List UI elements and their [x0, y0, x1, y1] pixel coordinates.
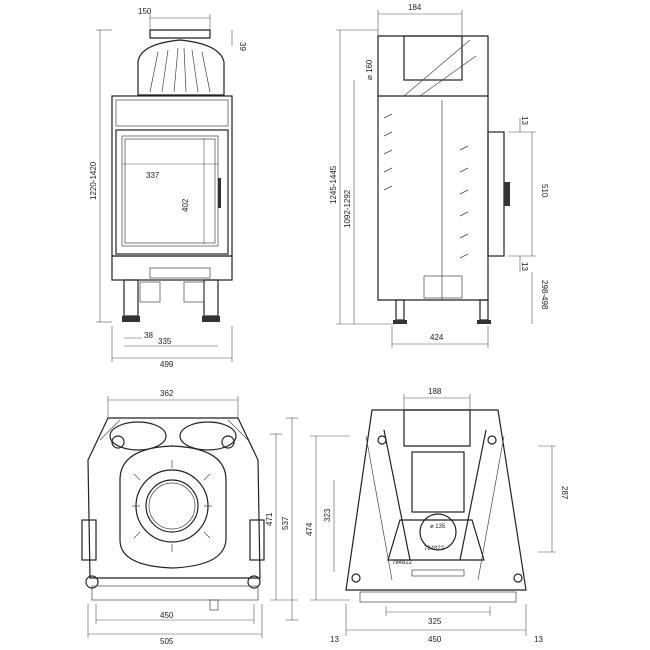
bottom-top-collar — [403, 409, 471, 447]
side-dim-door-height: 510 — [540, 184, 549, 198]
bottom-plate-label-b: 784822 — [392, 560, 413, 566]
top-view: 362 471 537 450 505 — [81, 389, 298, 646]
front-dim-base-width: 335 — [158, 337, 172, 346]
front-hood — [137, 39, 225, 96]
bottom-dimension-lines — [310, 394, 556, 636]
front-dim-glass-height: 402 — [181, 198, 190, 212]
side-dim-top-gap: 13 — [520, 116, 529, 125]
side-flue-collar — [403, 35, 463, 81]
top-dim-top-width: 362 — [160, 389, 174, 398]
bottom-outline — [345, 409, 527, 591]
front-dim-top-height: 39 — [238, 42, 247, 51]
front-glass — [121, 135, 219, 247]
front-glass-inner — [124, 138, 216, 244]
side-legs — [393, 299, 491, 324]
front-dimension-lines — [96, 14, 233, 362]
front-legs — [122, 279, 220, 322]
side-dim-flue-height: 1092-1292 — [343, 189, 352, 228]
bottom-base-trapezoid — [387, 519, 485, 561]
top-fans — [109, 421, 237, 451]
bottom-dim-diameter: ⌀ 135 — [430, 524, 446, 530]
side-ash-drawer — [423, 275, 463, 299]
front-dim-overall-height: 1220-1420 — [89, 161, 98, 200]
front-hood-ribs — [149, 47, 211, 93]
top-flue-circle — [145, 479, 199, 533]
top-dim-inner-depth: 471 — [265, 512, 274, 526]
side-view: 184 ⌀ 160 1245-1445 1092-1292 13 510 13 … — [329, 3, 549, 348]
bottom-view: 188 474 323 287 ⌀ 135 784822 784822 325 … — [305, 387, 569, 644]
top-ribs — [132, 460, 212, 552]
side-dim-overall-height: 1245-1445 — [329, 165, 338, 204]
top-feet — [81, 519, 265, 611]
top-flue-inner — [148, 482, 196, 530]
front-collar — [149, 29, 211, 39]
side-grille-right — [459, 145, 469, 259]
bottom-side-lines — [383, 429, 487, 561]
front-top-plate — [115, 99, 229, 127]
side-dim-flue-diameter: ⌀ 160 — [365, 59, 374, 80]
front-dim-top-width: 150 — [138, 7, 152, 16]
bottom-dim-left-margin: 13 — [330, 635, 339, 644]
front-body — [111, 95, 233, 257]
bottom-dim-overall-width: 450 — [428, 635, 442, 644]
front-ash-drawer — [149, 267, 211, 279]
side-dim-bottom-gap: 13 — [520, 262, 529, 271]
bottom-dim-left-height: 474 — [305, 522, 314, 536]
top-dim-inner-width: 450 — [160, 611, 174, 620]
top-body-ring — [119, 445, 227, 569]
side-body — [377, 96, 489, 301]
front-dim-glass-width: 337 — [146, 171, 160, 180]
front-view: 150 39 1220-1420 337 402 38 335 499 — [89, 7, 247, 369]
top-corner-lines — [99, 419, 249, 441]
side-grille-left — [383, 113, 393, 191]
side-top-diagonals — [403, 39, 477, 97]
front-dim-overall-width: 499 — [160, 360, 174, 369]
bottom-bolts — [351, 435, 523, 583]
side-door — [487, 131, 505, 257]
front-door-frame — [115, 129, 229, 255]
top-dim-overall-width: 505 — [160, 637, 174, 646]
bottom-flue-circle — [419, 513, 457, 551]
side-dim-floor-height: 298-498 — [540, 280, 549, 310]
top-front-plate — [91, 585, 259, 601]
bottom-firebox — [411, 451, 465, 513]
bottom-ash-slot — [411, 569, 465, 577]
bottom-dim-right-height: 287 — [560, 486, 569, 500]
side-dim-depth: 424 — [430, 333, 444, 342]
bottom-base-plate — [359, 591, 517, 603]
bottom-plate-label-a: 784822 — [424, 546, 445, 552]
front-base — [111, 255, 233, 281]
top-dimension-lines — [87, 396, 298, 638]
bottom-dim-right-margin: 13 — [534, 635, 543, 644]
top-outer-circle — [135, 469, 209, 543]
bottom-dim-inner-width: 325 — [428, 617, 442, 626]
front-dim-leg-offset: 38 — [144, 331, 153, 340]
bottom-dim-inner-height: 323 — [323, 508, 332, 522]
side-door-handle — [504, 182, 510, 206]
side-dim-top-width: 184 — [408, 3, 422, 12]
side-dimension-lines — [336, 10, 536, 348]
front-door-handle — [218, 178, 221, 208]
top-dim-overall-depth: 537 — [281, 516, 290, 530]
bottom-dim-top-width: 188 — [428, 387, 442, 396]
